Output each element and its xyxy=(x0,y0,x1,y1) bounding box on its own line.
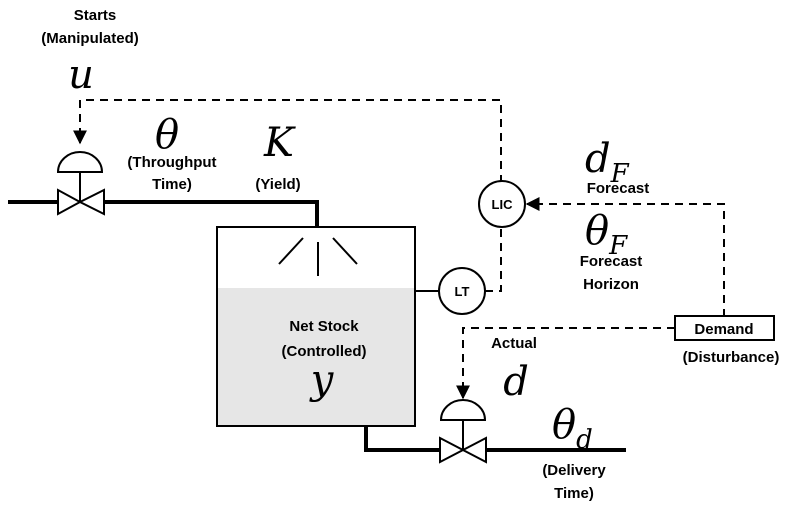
inlet-valve-icon[interactable] xyxy=(56,151,105,216)
spray-nozzle-icon xyxy=(278,237,358,276)
lt-transmitter-icon[interactable] xyxy=(438,267,486,315)
delivery-label-line1: (Delivery xyxy=(542,462,606,479)
outlet-pipe xyxy=(364,427,626,452)
tank xyxy=(216,226,416,427)
forecast-horizon-line1: Forecast xyxy=(580,253,643,270)
signal-line-forecast xyxy=(525,197,725,317)
forecast-label: Forecast xyxy=(587,180,650,197)
demand-label: Demand xyxy=(694,321,753,338)
delivery-label-line2: Time) xyxy=(554,485,594,502)
lic-controller-icon[interactable] xyxy=(478,180,526,228)
demand-sublabel: (Disturbance) xyxy=(683,349,780,366)
throughput-symbol: θ xyxy=(155,112,179,158)
starts-subtitle: (Manipulated) xyxy=(41,30,139,47)
lt-label: LT xyxy=(455,284,470,299)
throughput-label-line1: (Throughput xyxy=(127,154,216,171)
actual-label: Actual xyxy=(491,335,537,352)
signal-line-actual xyxy=(456,327,675,400)
yield-label: (Yield) xyxy=(255,176,300,193)
lic-label: LIC xyxy=(492,197,514,212)
starts-title: Starts xyxy=(74,7,117,24)
forecast-horizon-symbol: θF xyxy=(585,208,628,261)
starts-symbol: u xyxy=(68,52,94,98)
tank-label-line1: Net Stock xyxy=(289,318,359,335)
actual-symbol: d xyxy=(503,359,529,405)
tank-level-fill xyxy=(217,288,415,426)
forecast-symbol: dF xyxy=(585,136,630,189)
tank-symbol: y xyxy=(309,357,335,403)
outlet-valve-icon[interactable] xyxy=(439,399,487,464)
inlet-pipe xyxy=(8,200,319,226)
demand-box[interactable] xyxy=(674,315,775,341)
signal-line-lic-to-valve xyxy=(73,99,502,183)
forecast-horizon-line2: Horizon xyxy=(583,276,639,293)
throughput-label-line2: Time) xyxy=(152,176,192,193)
tank-label-line2: (Controlled) xyxy=(282,343,367,360)
delivery-symbol: θd xyxy=(552,402,593,455)
yield-symbol: K xyxy=(263,120,296,166)
signal-line-lt-to-lic xyxy=(485,224,502,292)
